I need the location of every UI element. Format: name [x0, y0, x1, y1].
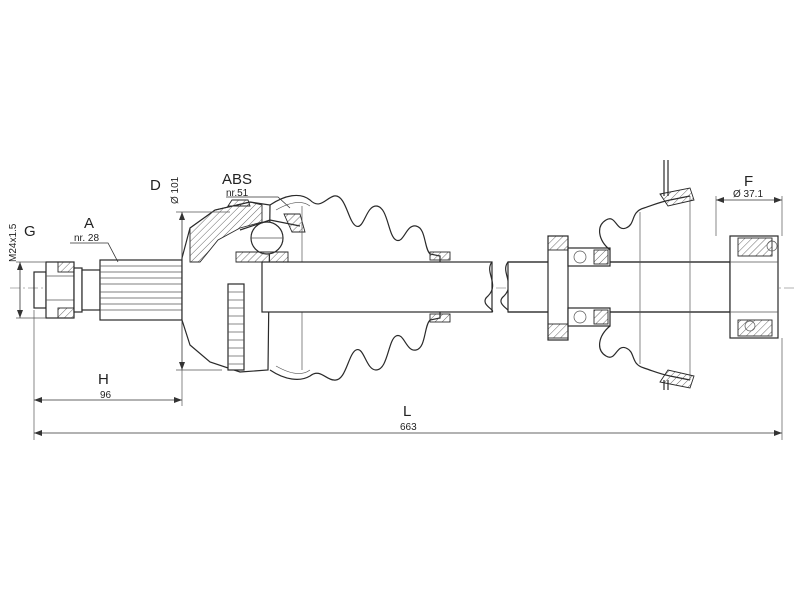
label-f-dia: Ø 37.1 — [733, 189, 763, 200]
label-a: A — [84, 215, 94, 232]
label-abs: ABS — [222, 171, 252, 188]
splined-stub — [81, 259, 183, 321]
leader-abs — [226, 196, 291, 209]
inner-stub — [729, 235, 779, 339]
label-d: D — [150, 177, 161, 194]
leader-a — [70, 242, 119, 263]
dim-h — [33, 310, 183, 440]
dim-g — [16, 261, 46, 319]
label-thread: M24x1.5 — [8, 223, 19, 262]
inner-boot — [599, 160, 695, 390]
axle-nut — [33, 261, 83, 319]
outer-cv-joint — [181, 199, 306, 373]
dim-l — [34, 338, 783, 440]
label-l-val: 663 — [400, 422, 417, 433]
label-l: L — [403, 403, 411, 420]
label-d-dia: Ø 101 — [170, 176, 181, 204]
label-h-val: 96 — [100, 390, 112, 401]
abs-tone-ring — [227, 283, 245, 371]
label-h: H — [98, 371, 109, 388]
label-g: G — [24, 223, 36, 240]
label-f: F — [744, 173, 753, 190]
label-abs-nr: nr.51 — [226, 188, 249, 199]
dim-d — [176, 211, 230, 371]
dim-f — [715, 196, 783, 236]
shaft — [261, 261, 731, 313]
inner-bearing — [547, 235, 611, 341]
label-a-nr: nr. 28 — [74, 233, 99, 244]
